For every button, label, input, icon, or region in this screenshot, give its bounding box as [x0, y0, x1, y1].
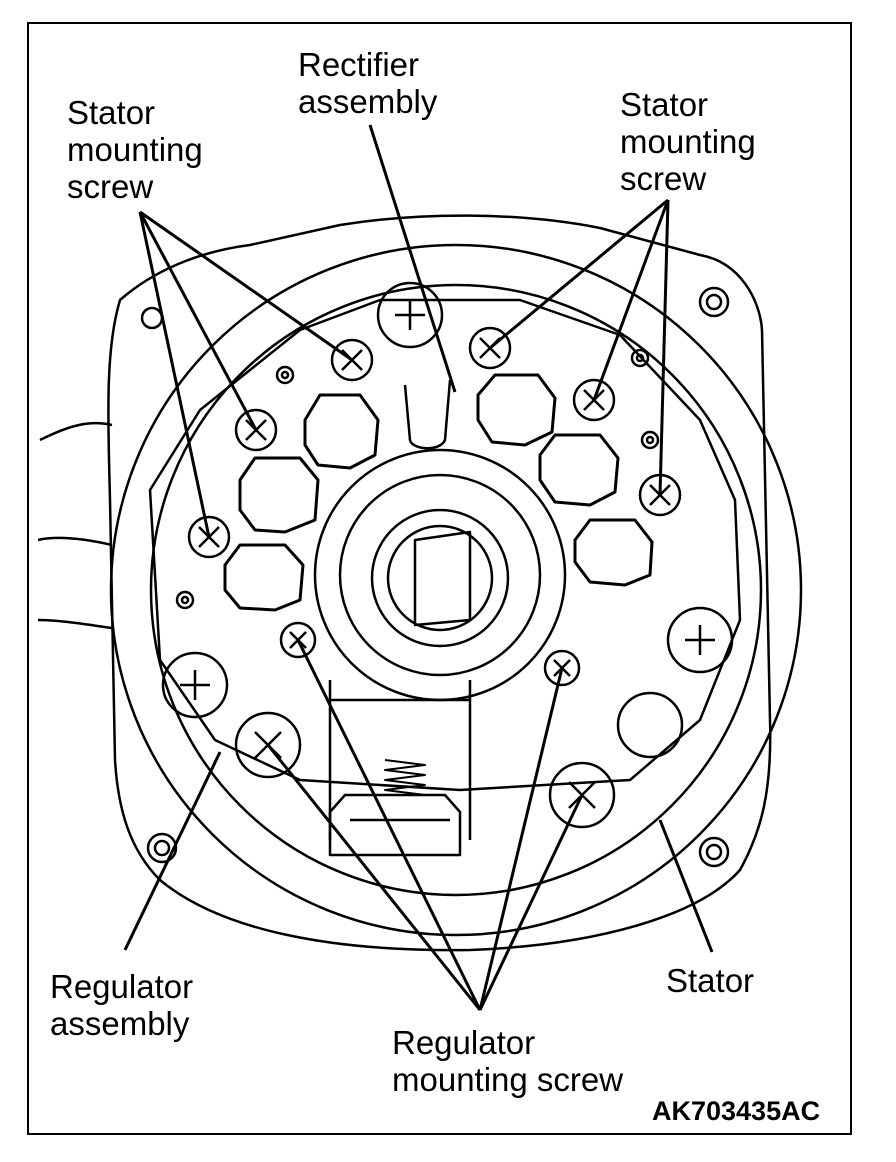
- rectifier-plate: [148, 298, 742, 792]
- leader-lines: [123, 124, 714, 1011]
- housing-left-edge: [37, 421, 113, 630]
- label-stator-mounting-screw-left: Stator mounting screw: [67, 94, 203, 205]
- label-stator: Stator: [666, 962, 755, 999]
- bearing-boss-mid: [338, 473, 542, 677]
- brush-spring: [384, 759, 426, 796]
- stator-ring-inner: [149, 283, 763, 897]
- bearing-boss-outer: [313, 448, 567, 702]
- label-regulator-assembly: Regulator assembly: [50, 968, 194, 1042]
- figure-code: AK703435AC: [652, 1096, 821, 1126]
- label-stator-mounting-screw-right: Stator mounting screw: [620, 86, 756, 197]
- upper-slot: [403, 379, 452, 450]
- housing-outline: [107, 214, 772, 952]
- housing-mounting-lugs: [140, 286, 730, 868]
- stator-ring-outer: [109, 243, 803, 937]
- regulator-arm: [328, 680, 472, 840]
- label-rectifier-assembly: Rectifier assembly: [298, 46, 438, 120]
- small-holes: [175, 348, 660, 610]
- diode-packages: [223, 373, 654, 612]
- regulator-mounting-screws: [234, 621, 616, 829]
- bearing-boss-inner: [370, 508, 510, 648]
- rectifier-bolts: [161, 281, 734, 759]
- shaft-flat: [413, 530, 472, 627]
- label-regulator-mounting-screw: Regulator mounting screw: [392, 1024, 624, 1098]
- brush-holder: [328, 793, 462, 857]
- shaft-end: [386, 524, 494, 632]
